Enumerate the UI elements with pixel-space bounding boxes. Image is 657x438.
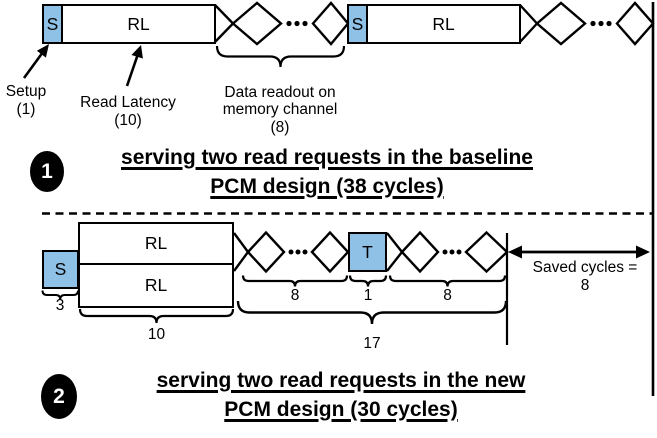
turnaround-brace	[348, 275, 388, 287]
step2-heading-line2: PCM design (30 cycles)	[224, 398, 458, 421]
readout-burst-4	[386, 230, 509, 274]
setup-cycles-label: (1)	[16, 101, 36, 118]
read-latency-top-box: RL	[78, 222, 234, 265]
readout1-brace	[241, 275, 349, 287]
setup-brace	[41, 290, 79, 300]
read-latency-bottom-box: RL	[78, 263, 234, 308]
turnaround-box: T	[348, 232, 387, 272]
total-cycles-value: 17	[363, 335, 381, 352]
step1-heading: serving two read requests in the baselin…	[67, 143, 587, 201]
total-brace	[236, 300, 508, 325]
step2-heading-line1: serving two read requests in the new	[156, 369, 526, 392]
setup-arrow	[22, 44, 49, 79]
step1-heading-line1: serving two read requests in the baselin…	[121, 146, 533, 169]
readout-label-line1: Data readout on	[224, 84, 336, 101]
readout1-cycles-value: 8	[290, 287, 300, 304]
readout-cycles-label: (8)	[270, 119, 290, 136]
readout-brace-top	[215, 45, 346, 68]
readout-label-line2: memory channel	[222, 101, 338, 118]
read-latency-brace	[78, 308, 235, 324]
setup-cycles-value: 3	[55, 297, 65, 314]
read-latency-box-request1: RL	[61, 4, 216, 44]
step1-heading-line2: PCM design (38 cycles)	[210, 175, 444, 198]
read-latency-cycles-label: (10)	[114, 112, 142, 129]
setup-box-new: S	[42, 250, 79, 289]
saved-cycles-value: 8	[580, 277, 590, 294]
readout-burst-2	[519, 1, 655, 46]
turnaround-cycles-value: 1	[363, 287, 373, 304]
saved-cycles-label: Saved cycles =	[532, 259, 638, 276]
readout-burst-1	[214, 1, 350, 46]
setup-box-request2: S	[347, 4, 368, 44]
readout-burst-3	[233, 230, 350, 274]
readout2-brace	[388, 275, 507, 287]
readout2-cycles-value: 8	[443, 287, 452, 304]
setup-box-request1: S	[42, 4, 63, 44]
step2-badge: 2	[41, 374, 77, 419]
saved-cycles-arrow	[508, 245, 650, 259]
setup-label: Setup	[5, 83, 47, 100]
read-latency-arrow	[125, 45, 143, 87]
step1-badge: 1	[30, 151, 64, 192]
step2-heading: serving two read requests in the new PCM…	[81, 366, 601, 424]
read-latency-cycles-value: 10	[147, 326, 166, 343]
read-latency-box-request2: RL	[366, 4, 521, 44]
read-latency-label: Read Latency	[80, 94, 176, 111]
